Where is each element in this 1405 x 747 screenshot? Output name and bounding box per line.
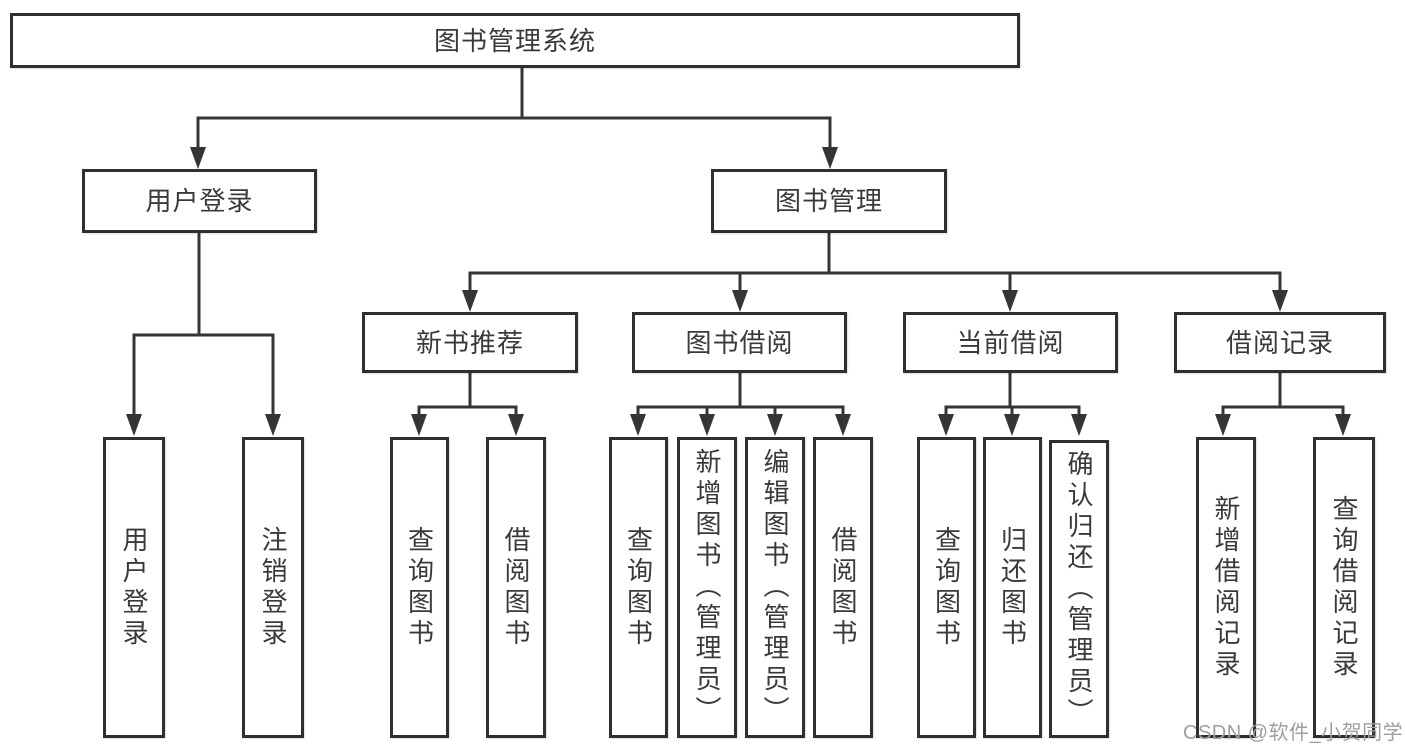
connector-current-borrow — [938, 373, 1087, 436]
node-label: 注销登录 — [258, 525, 288, 650]
arrow-down-icon — [767, 414, 783, 436]
leaf-add-book-admin: 新增图书（管理员） — [677, 437, 737, 738]
arrow-down-icon — [190, 147, 206, 169]
leaf-query-books-current: 查询图书 — [917, 437, 976, 738]
leaf-query-books-recommend: 查询图书 — [390, 437, 449, 738]
node-label: 借阅图书 — [828, 525, 858, 650]
arrow-down-icon — [630, 414, 646, 436]
node-label: 确认归还（管理员） — [1064, 449, 1094, 729]
connector-book-mgmt — [462, 233, 1288, 312]
node-label: 用户登录 — [145, 186, 254, 216]
node-library-management-system: 图书管理系统 — [10, 13, 1020, 68]
arrow-down-icon — [462, 290, 478, 312]
connector-borrow-records — [1215, 373, 1351, 436]
leaf-edit-book-admin: 编辑图书（管理员） — [745, 437, 805, 738]
node-label: 图书借阅 — [685, 327, 794, 358]
arrow-down-icon — [1215, 414, 1231, 436]
node-label: 借阅记录 — [1225, 327, 1334, 358]
node-book-management: 图书管理 — [711, 169, 947, 233]
node-label: 图书管理 — [774, 186, 883, 216]
leaf-borrow-books: 借阅图书 — [813, 437, 873, 738]
arrow-down-icon — [699, 414, 715, 436]
node-label: 新书推荐 — [415, 327, 524, 358]
arrow-down-icon — [1335, 414, 1351, 436]
leaf-user-login: 用户登录 — [103, 437, 165, 738]
node-label: 新增图书（管理员） — [692, 448, 722, 727]
leaf-logout: 注销登录 — [242, 437, 304, 738]
node-label: 图书管理系统 — [433, 25, 596, 56]
node-label: 归还图书 — [997, 525, 1028, 650]
connector-root — [190, 68, 838, 169]
csdn-watermark: CSDN @软件_小贺同学 — [1183, 722, 1404, 744]
node-borrowing-records: 借阅记录 — [1174, 312, 1386, 373]
node-book-borrowing: 图书借阅 — [632, 312, 847, 373]
arrow-down-icon — [1004, 414, 1020, 436]
node-user-login: 用户登录 — [82, 169, 317, 233]
arrow-down-icon — [1002, 290, 1018, 312]
node-label: 查询图书 — [404, 525, 435, 650]
arrow-down-icon — [822, 147, 838, 169]
arrow-down-icon — [732, 290, 748, 312]
connector-new-book-rec — [411, 373, 524, 436]
leaf-borrow-books-recommend: 借阅图书 — [486, 437, 546, 738]
node-label: 查询图书 — [623, 525, 654, 650]
leaf-add-borrow-record: 新增借阅记录 — [1196, 437, 1256, 738]
arrow-down-icon — [265, 414, 281, 436]
connector-book-borrow — [630, 373, 851, 436]
node-label: 当前借阅 — [956, 327, 1065, 358]
leaf-query-books-borrow: 查询图书 — [609, 437, 668, 738]
arrow-down-icon — [938, 414, 954, 436]
arrow-down-icon — [1071, 414, 1087, 436]
node-label: 用户登录 — [119, 525, 149, 650]
leaf-query-borrow-record: 查询借阅记录 — [1313, 437, 1375, 738]
node-label: 查询借阅记录 — [1329, 494, 1359, 681]
leaf-confirm-return-admin: 确认归还（管理员） — [1049, 440, 1109, 738]
node-label: 查询图书 — [931, 525, 962, 650]
node-new-book-recommend: 新书推荐 — [362, 312, 578, 373]
arrow-down-icon — [126, 414, 142, 436]
arrow-down-icon — [835, 414, 851, 436]
arrow-down-icon — [411, 414, 427, 436]
arrow-down-icon — [508, 414, 524, 436]
node-label: 新增借阅记录 — [1211, 494, 1241, 681]
node-current-borrowing: 当前借阅 — [903, 312, 1118, 373]
arrow-down-icon — [1272, 290, 1288, 312]
node-label: 编辑图书（管理员） — [760, 448, 790, 727]
connector-user-login — [126, 233, 281, 436]
leaf-return-book: 归还图书 — [983, 437, 1042, 738]
node-label: 借阅图书 — [501, 525, 531, 650]
